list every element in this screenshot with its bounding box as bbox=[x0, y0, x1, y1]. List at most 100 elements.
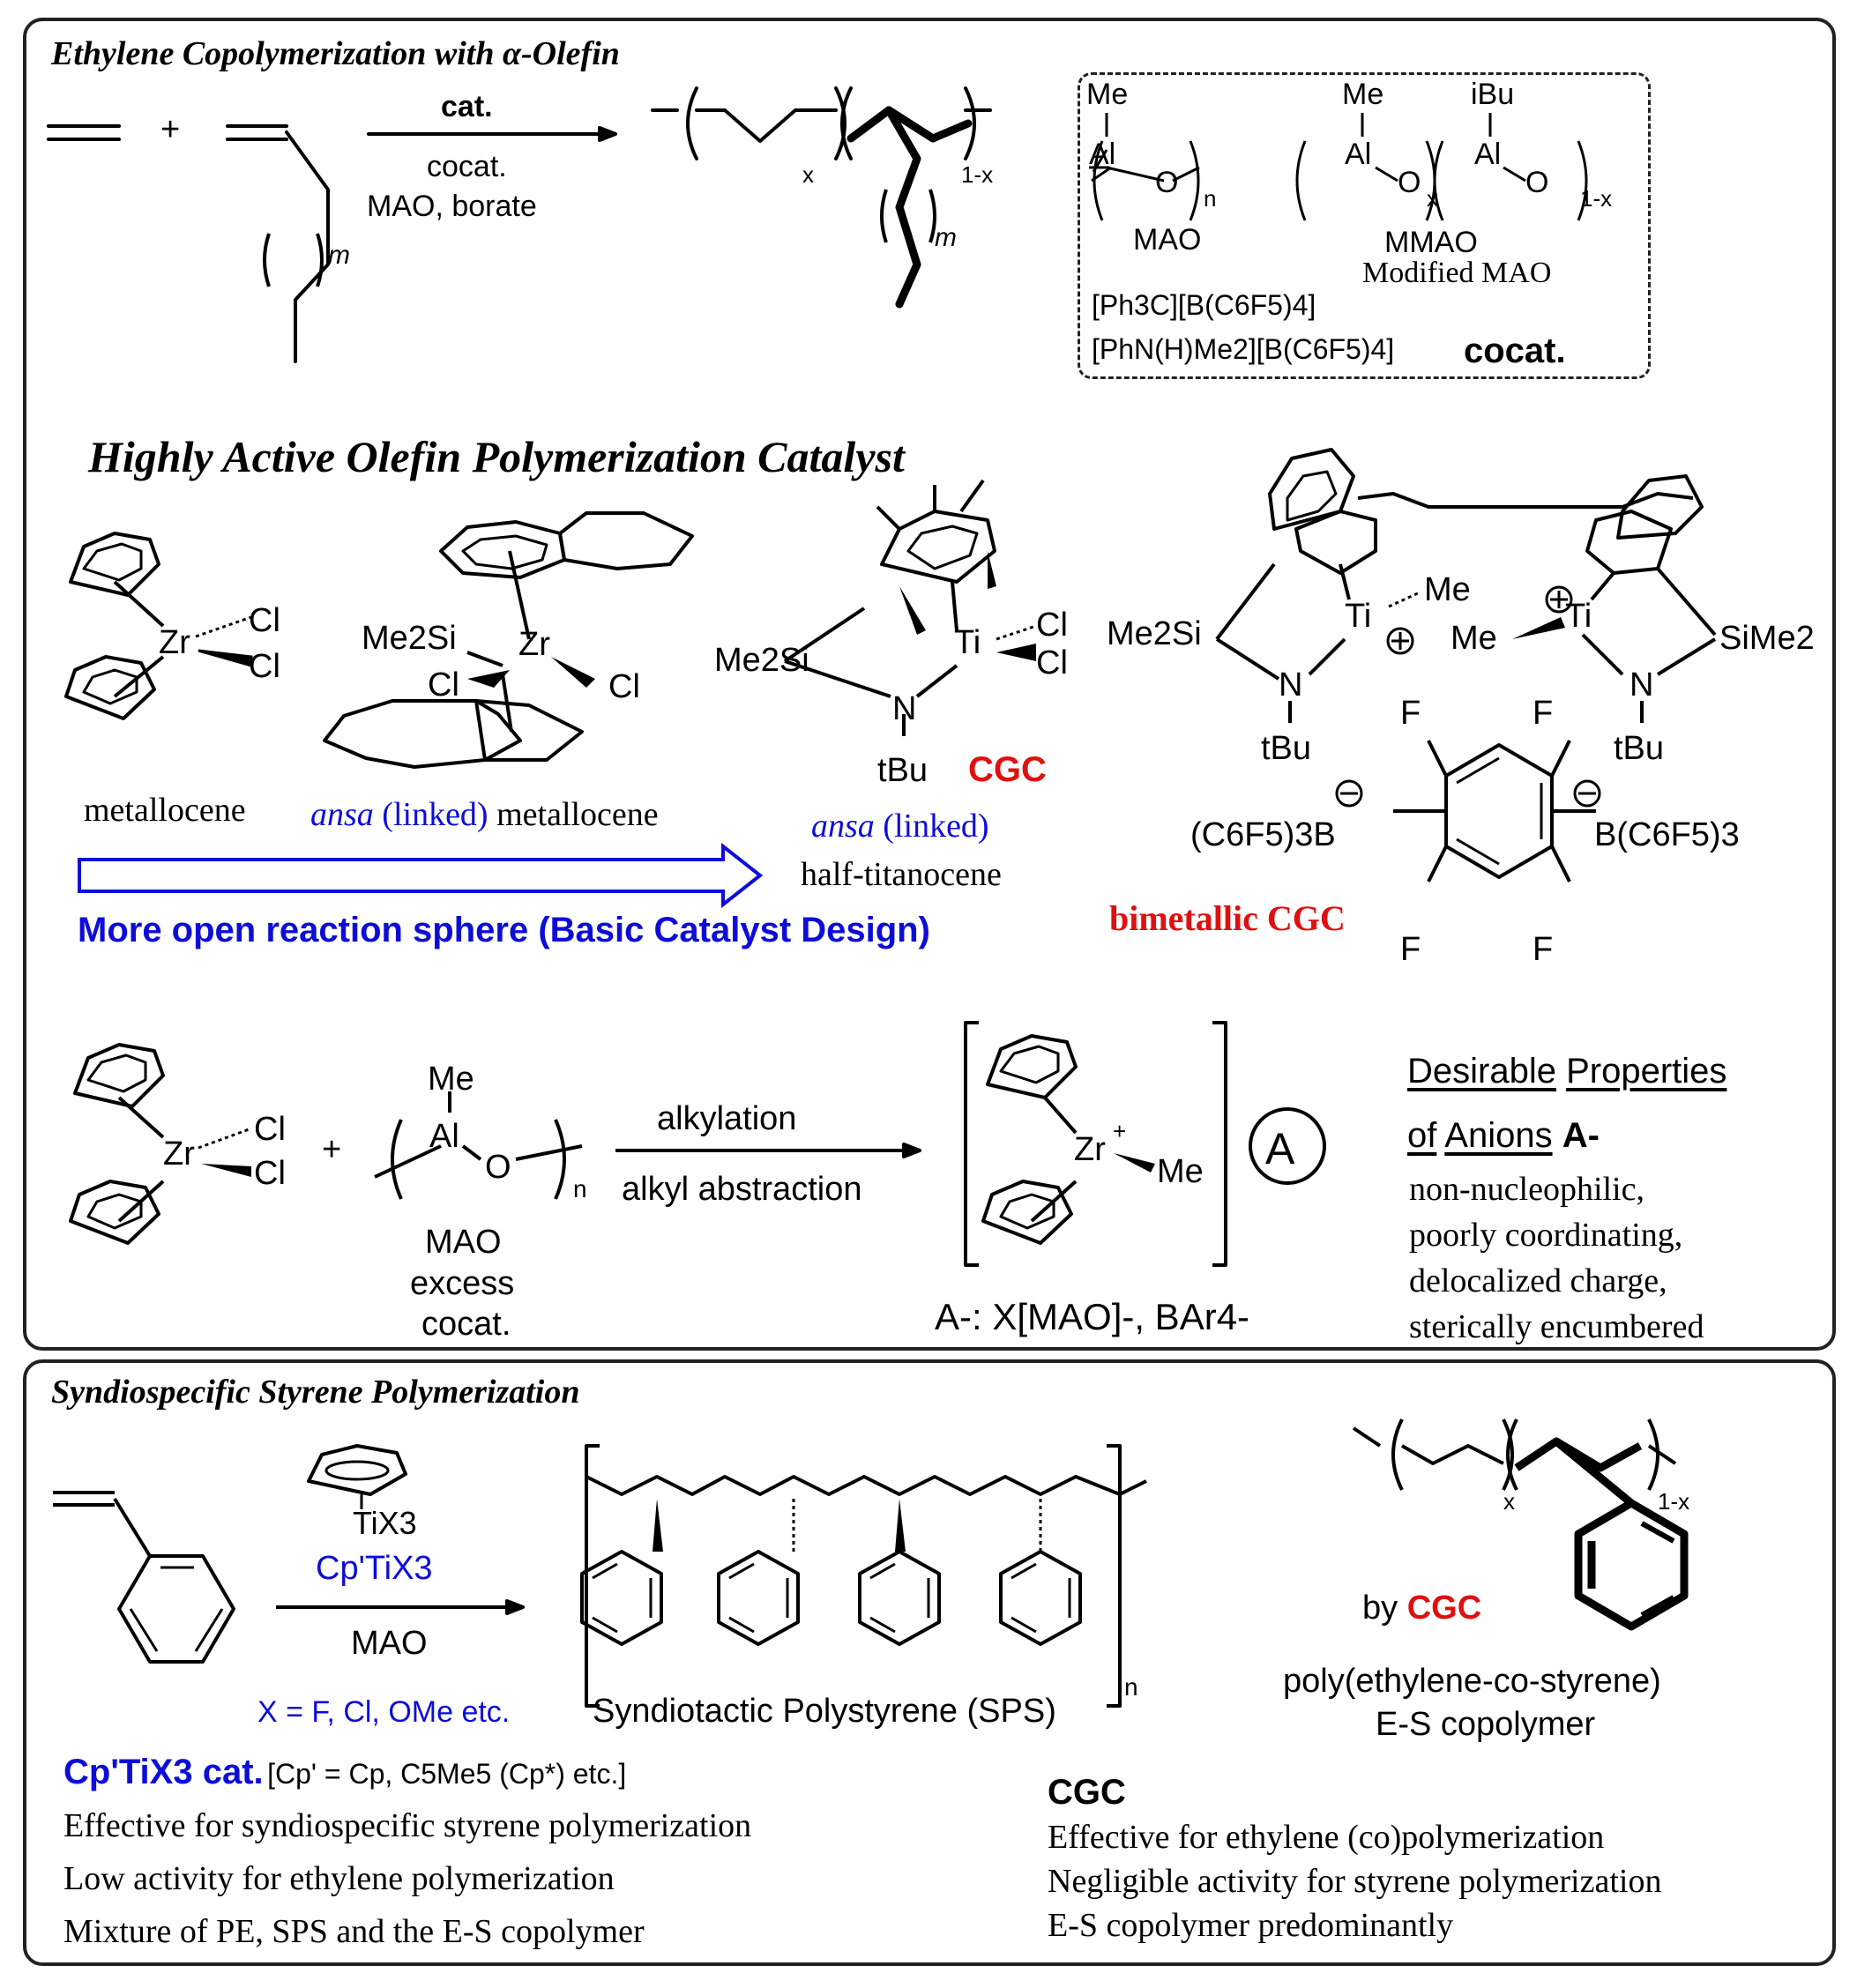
ansa-cl-right: Cl bbox=[608, 668, 640, 705]
mao-al-label: Al bbox=[1089, 138, 1116, 171]
props-anion-symbol: A- bbox=[1562, 1116, 1600, 1155]
mmao-label: MMAO bbox=[1384, 226, 1478, 259]
cocatalyst-box bbox=[1078, 72, 1651, 379]
cptix3-label: Cp'TiX3 bbox=[316, 1550, 433, 1587]
es-1-x-subscript: 1-x bbox=[1658, 1488, 1690, 1515]
cp-line-1: Effective for syndiospecific styrene pol… bbox=[63, 1807, 752, 1844]
activation-cl-2: Cl bbox=[254, 1155, 286, 1192]
cation-zr-label: Zr bbox=[1074, 1131, 1106, 1168]
mmao-x-subscript: x bbox=[1427, 185, 1438, 212]
borate1-label: [Ph3C][B(C6F5)4] bbox=[1092, 289, 1316, 321]
mao-o-label: O bbox=[1155, 166, 1179, 199]
props-title-line2: of Anions A- bbox=[1407, 1118, 1600, 1153]
catalyst-section-title: Highly Active Olefin Polymerization Cata… bbox=[88, 432, 905, 481]
copolymer-name-1: poly(ethylene-co-styrene) bbox=[1283, 1663, 1661, 1700]
props-title-properties: Properties bbox=[1566, 1052, 1727, 1091]
activation-excess-label: excess bbox=[410, 1265, 515, 1302]
cation-plus: + bbox=[1113, 1118, 1127, 1144]
tix3-label: TiX3 bbox=[353, 1505, 417, 1541]
activation-plus: + bbox=[322, 1131, 342, 1168]
mmao-o2-label: O bbox=[1525, 166, 1549, 199]
es-x-subscript: x bbox=[1503, 1488, 1515, 1515]
cgc-ti-label: Ti bbox=[954, 624, 981, 661]
section-title-copolymerization: Ethylene Copolymerization with α-Olefin bbox=[51, 35, 620, 72]
sps-label: Syndiotactic Polystyrene (SPS) bbox=[593, 1693, 1056, 1730]
props-title-of: of bbox=[1407, 1116, 1437, 1155]
ansa-word: ansa bbox=[310, 796, 374, 833]
mao-n-subscript: n bbox=[1204, 185, 1217, 212]
cgc-ansa-word: ansa bbox=[811, 808, 875, 845]
one-minus-x-subscript: 1-x bbox=[961, 161, 994, 188]
prop-item-3: delocalized charge, bbox=[1409, 1262, 1667, 1299]
mmao-ibu-label: iBu bbox=[1471, 78, 1515, 111]
bimetal-tbu-right: tBu bbox=[1614, 730, 1665, 767]
props-title-anions: Anions bbox=[1444, 1116, 1553, 1155]
ansa-me2si-label: Me2Si bbox=[362, 620, 457, 657]
cocat-bold-label: cocat. bbox=[1464, 331, 1566, 370]
modified-mao-label: Modified MAO bbox=[1362, 257, 1552, 289]
bimetal-n-right: N bbox=[1630, 666, 1654, 704]
borate2-label: [PhN(H)Me2][B(C6F5)4] bbox=[1092, 333, 1395, 365]
activation-zr-label: Zr bbox=[163, 1135, 195, 1173]
zr-label: Zr bbox=[159, 624, 190, 661]
x-definition-label: X = F, Cl, OMe etc. bbox=[257, 1695, 511, 1729]
cgc-cl-2: Cl bbox=[1036, 644, 1068, 681]
activation-me-label: Me bbox=[428, 1061, 474, 1098]
prop-item-1: non-nucleophilic, bbox=[1409, 1171, 1644, 1208]
mao-label: MAO bbox=[1133, 223, 1202, 257]
activation-o-label: O bbox=[485, 1149, 511, 1186]
linked-word: (linked) bbox=[382, 796, 488, 833]
props-title-line1: Desirable Properties bbox=[1407, 1054, 1726, 1089]
cp-line-3: Mixture of PE, SPS and the E-S copolymer bbox=[63, 1913, 645, 1950]
polymer-m-subscript: m bbox=[935, 223, 957, 252]
sps-n-subscript: n bbox=[1124, 1673, 1138, 1701]
arrow-mao-borate-label: MAO, borate bbox=[367, 190, 537, 223]
activation-al-label: Al bbox=[429, 1118, 459, 1155]
borate-left-label: (C6F5)3B bbox=[1190, 816, 1336, 853]
cgc-line-2: Negligible activity for styrene polymeri… bbox=[1048, 1863, 1662, 1900]
alkyl-abstraction-label: alkyl abstraction bbox=[622, 1171, 862, 1208]
half-titanocene-caption: half-titanocene bbox=[801, 856, 1002, 893]
activation-mao-label: MAO bbox=[425, 1224, 502, 1261]
top-panel bbox=[23, 18, 1836, 1351]
ansa-metallocene-caption: ansa (linked) metallocene bbox=[310, 798, 659, 831]
anion-circle-label: A bbox=[1265, 1124, 1295, 1173]
activation-n-subscript: n bbox=[573, 1175, 587, 1202]
by-cgc-word: CGC bbox=[1406, 1590, 1482, 1627]
open-sphere-caption: More open reaction sphere (Basic Catalys… bbox=[78, 911, 930, 949]
fluorine-top-right: F bbox=[1533, 695, 1554, 732]
ansa-cl-left: Cl bbox=[428, 666, 459, 704]
metallocene-caption: metallocene bbox=[84, 792, 246, 829]
olefin-m-subscript: m bbox=[328, 241, 350, 270]
cl-label-1: Cl bbox=[249, 602, 280, 639]
bimetal-n-left: N bbox=[1279, 666, 1303, 704]
mmao-me-label: Me bbox=[1342, 78, 1384, 111]
mmao-o1-label: O bbox=[1398, 166, 1421, 199]
fluorine-bottom-right: F bbox=[1533, 931, 1554, 968]
ansa-zr-label: Zr bbox=[518, 626, 550, 663]
fluorine-bottom-left: F bbox=[1400, 931, 1421, 968]
prop-item-2: poorly coordinating, bbox=[1409, 1217, 1683, 1254]
cgc-n-label: N bbox=[892, 690, 917, 727]
copolymer-name-2: E-S copolymer bbox=[1376, 1706, 1596, 1743]
anion-list-label: A-: X[MAO]-, BAr4- bbox=[935, 1296, 1250, 1337]
x-subscript: x bbox=[802, 161, 814, 188]
bimetal-tbu-left: tBu bbox=[1261, 730, 1312, 767]
props-title-desirable: Desirable bbox=[1407, 1052, 1556, 1091]
cgc-tbu-label: tBu bbox=[877, 752, 928, 789]
by-cgc-line: by CGC bbox=[1362, 1591, 1481, 1625]
cptix3-cat-title: Cp'TiX3 cat. bbox=[63, 1753, 264, 1791]
plus-sign: + bbox=[160, 111, 181, 148]
arrow-cocat-label: cocat. bbox=[427, 150, 507, 183]
cgc-ansa-caption: ansa (linked) bbox=[811, 809, 989, 843]
bimetal-me2si-label: Me2Si bbox=[1107, 615, 1202, 652]
styrene-section-title: Syndiospecific Styrene Polymerization bbox=[51, 1374, 580, 1411]
bimetal-me-right: Me bbox=[1451, 620, 1497, 657]
mmao-al2-label: Al bbox=[1474, 138, 1502, 171]
mao-me-label: Me bbox=[1086, 78, 1129, 111]
activation-cocat-label: cocat. bbox=[421, 1306, 511, 1343]
bimetal-ti-right: Ti bbox=[1565, 598, 1592, 635]
cp-definition: [Cp' = Cp, C5Me5 (Cp*) etc.] bbox=[267, 1758, 627, 1790]
cl-label-2: Cl bbox=[249, 648, 280, 685]
